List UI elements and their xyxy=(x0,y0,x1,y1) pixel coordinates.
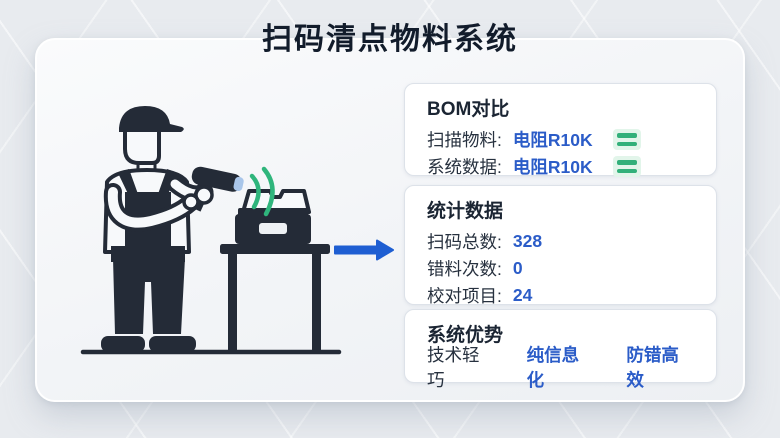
row-label: 校对项目: xyxy=(427,286,502,306)
flow-arrow-icon xyxy=(334,239,394,261)
stats-row-errors: 错料次数: 0 xyxy=(427,255,696,282)
stats-row-checked: 校对项目: 24 xyxy=(427,282,696,309)
row-label: 系统数据: xyxy=(427,157,502,177)
advantage-item: 技术轻巧 xyxy=(427,345,480,390)
bom-row-system: 系统数据: 电阻R10K xyxy=(427,153,696,180)
hand-icon xyxy=(182,193,200,211)
row-value: 24 xyxy=(512,285,533,305)
row-value: 328 xyxy=(512,231,543,251)
parts-box-icon xyxy=(235,189,311,244)
advantage-item: 纯信息化 xyxy=(526,345,580,390)
row-label: 错料次数: xyxy=(427,259,502,279)
advantages-row: 技术轻巧 纯信息化 防错高效 xyxy=(427,345,696,390)
row-label: 扫码总数: xyxy=(427,232,502,252)
row-label: 扫描物料: xyxy=(427,130,502,150)
equals-icon xyxy=(612,129,641,150)
stats-row-total: 扫码总数: 328 xyxy=(427,228,696,255)
panel-title: BOM对比 xyxy=(427,99,510,120)
equals-icon xyxy=(612,156,641,177)
bom-row-scanned: 扫描物料: 电阻R10K xyxy=(427,126,696,153)
panel-statistics: 统计数据 扫码总数: 328 错料次数: 0 校对项目: 24 xyxy=(404,185,717,306)
panel-bom-compare: BOM对比 扫描物料: 电阻R10K 系统数据: 电阻R10K xyxy=(404,83,717,177)
row-value: 电阻R10K xyxy=(512,130,593,150)
scan-waves-icon xyxy=(249,166,275,217)
page-title: 扫码清点物料系统 xyxy=(262,23,518,56)
worker-scanning-illustration xyxy=(80,106,342,355)
cap-icon xyxy=(119,106,184,132)
worker-figure-icon xyxy=(101,106,244,352)
panel-title: 统计数据 xyxy=(427,201,504,222)
row-value: 电阻R10K xyxy=(512,157,593,177)
advantage-item: 防错高效 xyxy=(626,345,679,390)
panel-title: 系统优势 xyxy=(427,325,504,346)
panel-advantages: 系统优势 技术轻巧 纯信息化 防错高效 xyxy=(404,309,717,390)
workbench-icon xyxy=(220,244,330,352)
row-value: 0 xyxy=(512,258,523,278)
info-panels: BOM对比 扫描物料: 电阻R10K 系统数据: 电阻R10K 统计数据 扫码总… xyxy=(404,83,717,390)
